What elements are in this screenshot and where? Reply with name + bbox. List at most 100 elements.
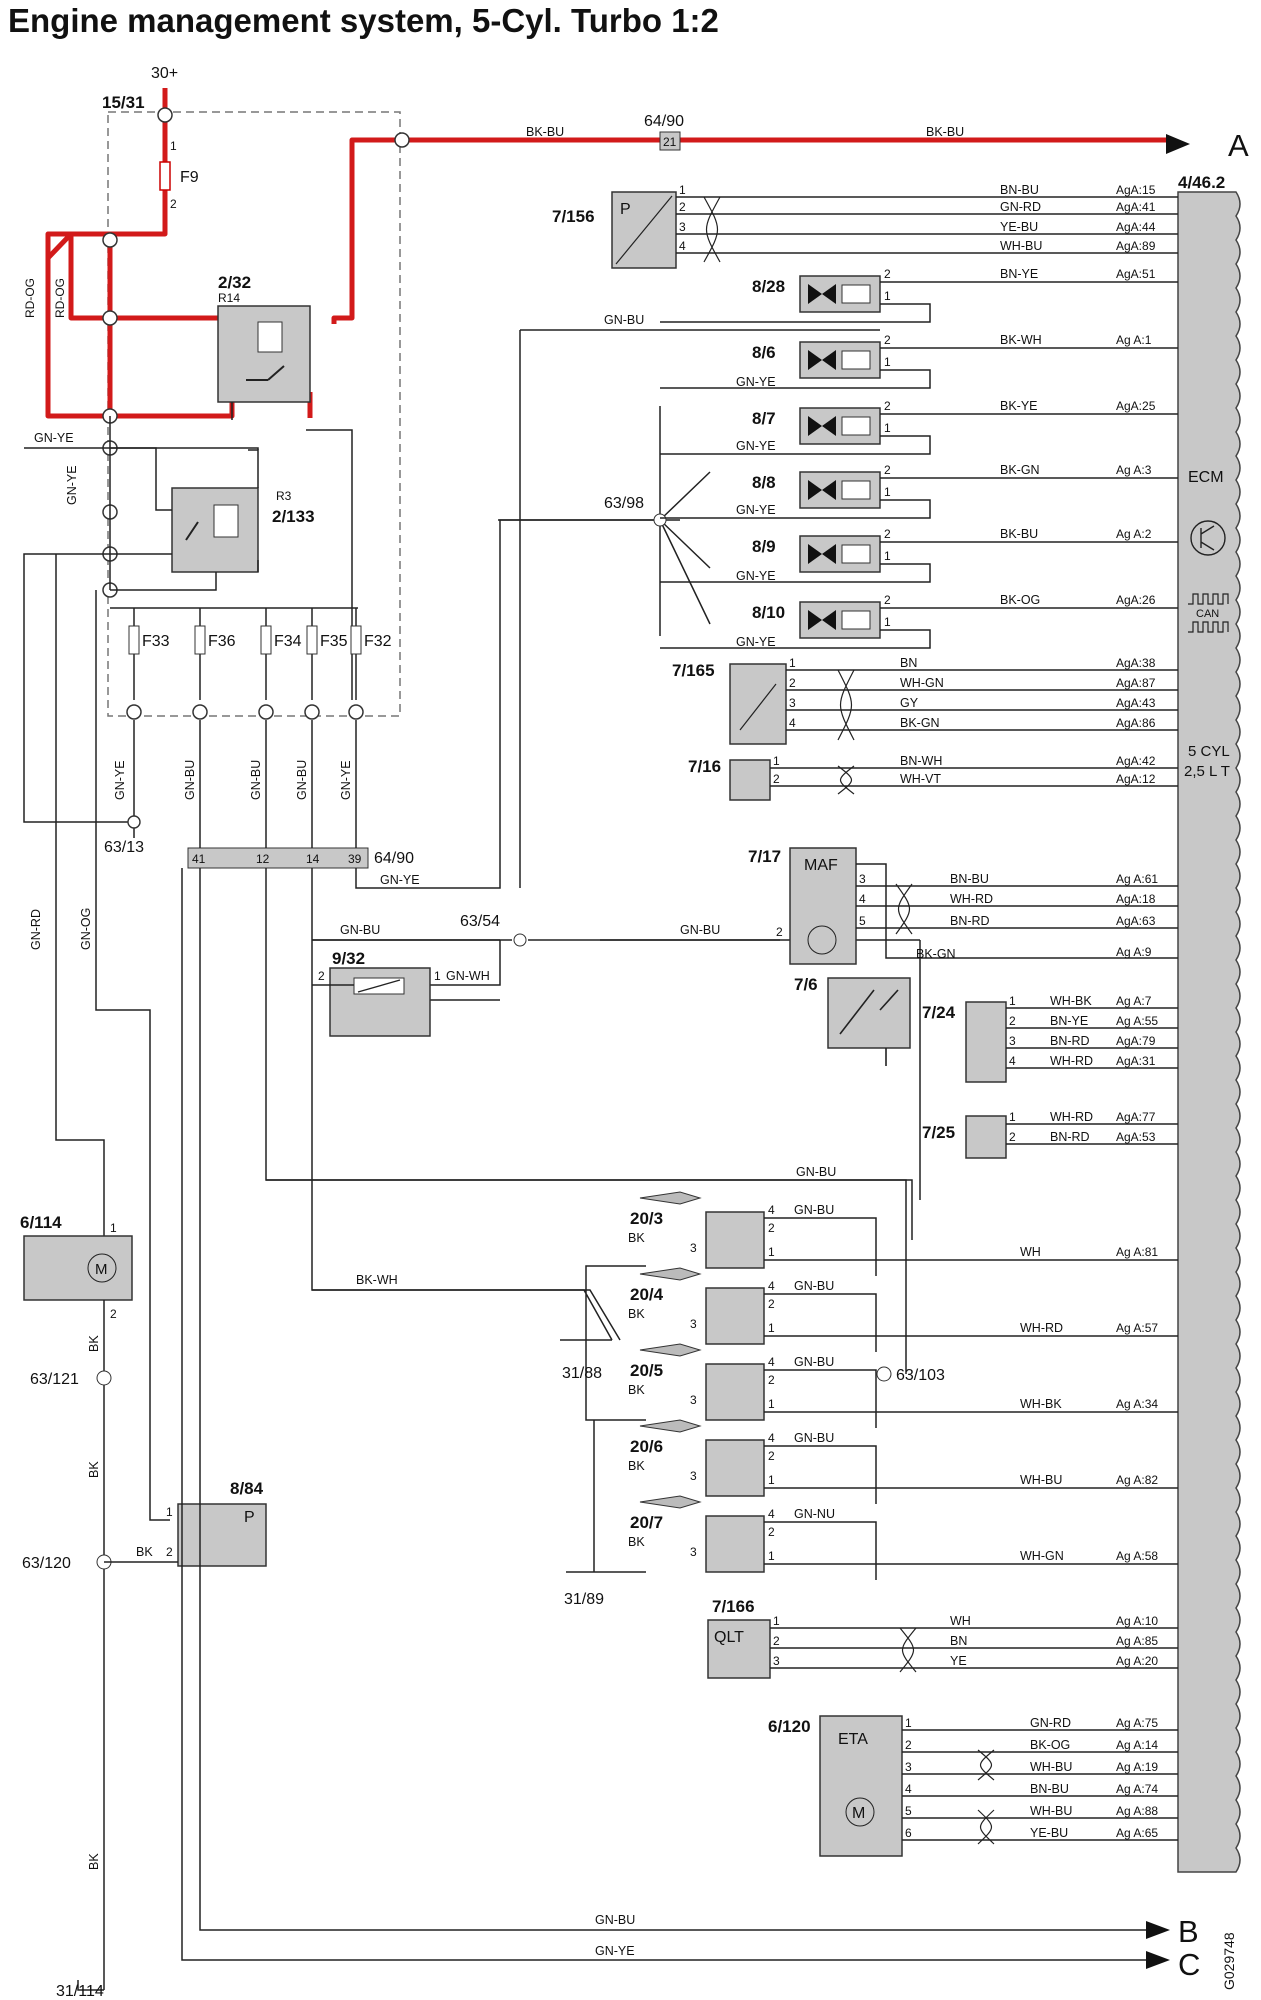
wire [764,1445,877,1504]
wire-label: GN-YE [736,503,776,517]
wire-label: WH-BU [1030,1804,1072,1818]
ecm-pin-label: Ag A:65 [1116,1826,1158,1840]
wire-label: WH-RD [1050,1054,1093,1068]
wire-label: YE [950,1654,967,1668]
pin-41: 41 [192,852,206,866]
component-id: 7/166 [712,1597,755,1616]
relay-wiring [24,447,259,450]
fuse-f34 [260,625,272,655]
pin-label: 2 [884,399,891,413]
spark-plug-icon [639,1191,702,1205]
splice-label: 63/54 [460,913,500,930]
ecm-pin-label: Ag A:55 [1116,1014,1158,1028]
ecm-pin-label: AgA:18 [1116,892,1156,906]
pin-21: 21 [663,135,677,149]
wire [660,629,931,649]
ecm-pin-label: AgA:25 [1116,399,1156,413]
pin-label: 1 [884,289,891,303]
wire-label: BK [628,1535,645,1549]
pin-label: 2 [318,969,325,983]
coil-body [705,1211,765,1269]
fuse-label: F34 [274,633,302,650]
relay-switch [185,521,199,541]
sensor-9-32: 9/32 2 1 [312,949,441,1037]
splice-label: 63/13 [104,839,144,856]
wire-label: BN-RD [1050,1034,1090,1048]
valve-icon [808,480,836,500]
wire-label: WH [950,1614,971,1628]
pin-label: 1 [768,1321,775,1335]
wire-label: GN-BU [295,760,309,800]
pin-39: 39 [348,852,362,866]
component-id: 8/9 [752,537,776,556]
output-label-a: A [1228,128,1249,163]
component-id: 8/10 [752,603,785,622]
pin-label: 2 [884,267,891,281]
coil-icon [841,610,871,630]
wire [660,563,931,583]
wire-label: GN-YE [736,375,776,389]
splice-63-121 [96,1370,112,1386]
ecm-pin-label: Ag A:19 [1116,1760,1158,1774]
twisted-pair-icon [899,1627,917,1673]
pin-label: 4 [768,1355,775,1369]
connector-64-90-top: 21 64/90 BK-BU BK-BU [526,113,964,151]
pin-label: 1 [773,1614,780,1628]
wire-label: BK-BU [526,125,564,139]
wire-label: BK-OG [1030,1738,1070,1752]
wire-label: BK-OG [1000,593,1040,607]
wire-label: GN-BU [595,1913,635,1927]
output-arrow-a [1166,134,1190,154]
splice-label: 63/120 [22,1555,71,1572]
relay-coil [257,321,283,353]
wire-label: WH-RD [1020,1321,1063,1335]
fuse-f35 [306,625,318,655]
pin-label: 4 [768,1507,775,1521]
wire-label: WH-GN [900,676,944,690]
connector-label: 64/90 [644,113,684,130]
ecm-pin-label: Ag A:81 [1116,1245,1158,1259]
valve-icon [808,610,836,630]
node [157,107,173,123]
wire-label: GN-BU [796,1165,836,1179]
spark-plug-icon [639,1419,702,1433]
output-label-b: B [1178,1914,1199,1949]
fuse-f33 [128,625,140,655]
pin-label: 6 [905,1826,912,1840]
ecm-pin-label: Ag A:82 [1116,1473,1158,1487]
valve-icon [808,544,836,564]
pin-label: 3 [690,1545,697,1559]
pin-label: 1 [884,615,891,629]
wire-label: GN-BU [680,923,720,937]
pin-label: 2 [768,1373,775,1387]
coil-icon [841,416,871,436]
valve-icon [808,284,836,304]
wire-label: BK [628,1231,645,1245]
pin-label: 1 [1009,994,1016,1008]
component-id: 8/28 [752,277,785,296]
wire-label: GN-YE [736,569,776,583]
component-body [729,663,787,745]
wire-label: GN-NU [794,1507,835,1521]
pin-label: 2 [1009,1014,1016,1028]
pin-label: 1 [166,1505,173,1519]
wire-label: BN-BU [950,872,989,886]
wire [660,303,931,323]
component-id: 7/17 [748,847,781,866]
pin-label: 3 [859,872,866,886]
pin-label: 4 [679,239,686,253]
wire-label: GN-BU [794,1431,834,1445]
wire-label: YE-BU [1030,1826,1068,1840]
output-arrow-b [1146,1921,1170,1939]
wire [856,863,1178,959]
eta-label: ETA [838,1731,868,1748]
splice-63-98 [653,513,667,527]
